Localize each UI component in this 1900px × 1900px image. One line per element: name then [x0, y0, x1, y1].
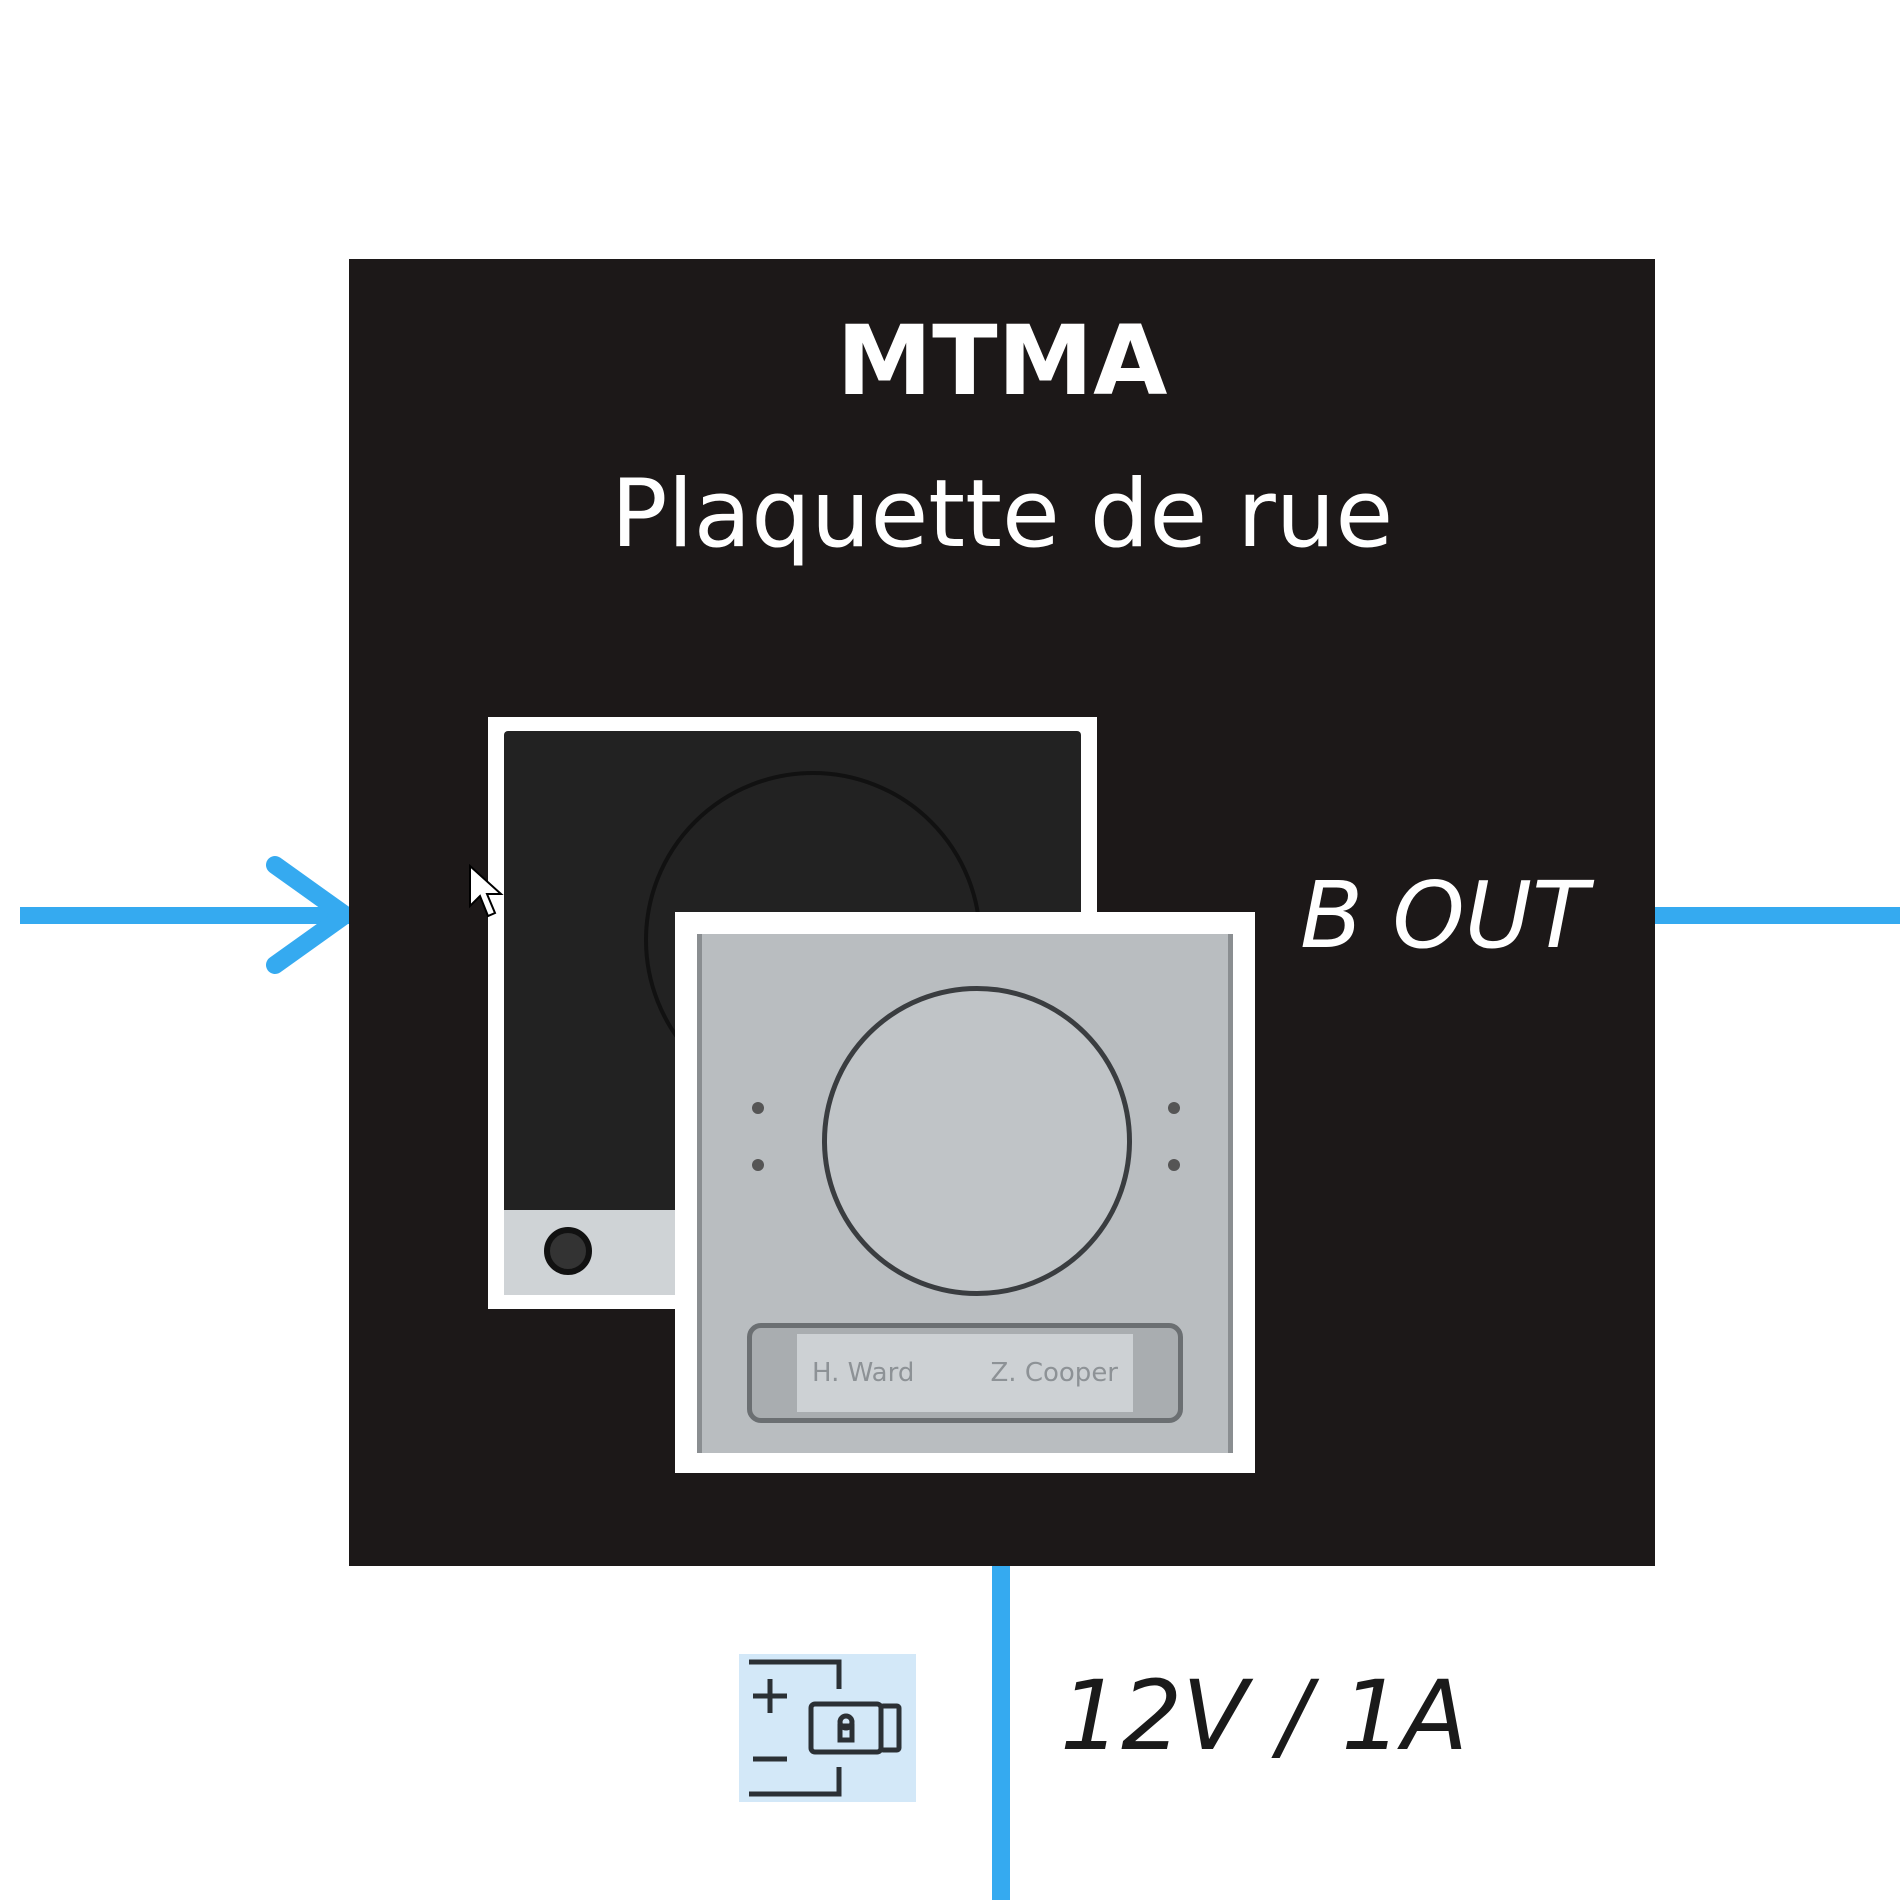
nameplate-name: H. Ward	[812, 1358, 915, 1388]
power-label: 12V / 1A	[1060, 1660, 1468, 1772]
device-front-photo: H. Ward Z. Cooper	[675, 912, 1255, 1473]
module-subtitle: Plaquette de rue	[610, 460, 1394, 569]
output-wire	[1655, 907, 1900, 924]
nameplate: H. Ward Z. Cooper	[747, 1323, 1183, 1423]
speaker-ring	[822, 986, 1132, 1296]
input-wire	[20, 907, 350, 924]
power-supply-lock-icon[interactable]	[739, 1654, 916, 1802]
nameplate-name: Z. Cooper	[990, 1358, 1119, 1388]
mouse-pointer-icon	[469, 864, 504, 918]
module-name: MTMA	[836, 305, 1168, 417]
output-label: B OUT	[1300, 862, 1589, 969]
arrow-head-icon	[266, 856, 354, 974]
power-wire	[992, 1566, 1010, 1900]
